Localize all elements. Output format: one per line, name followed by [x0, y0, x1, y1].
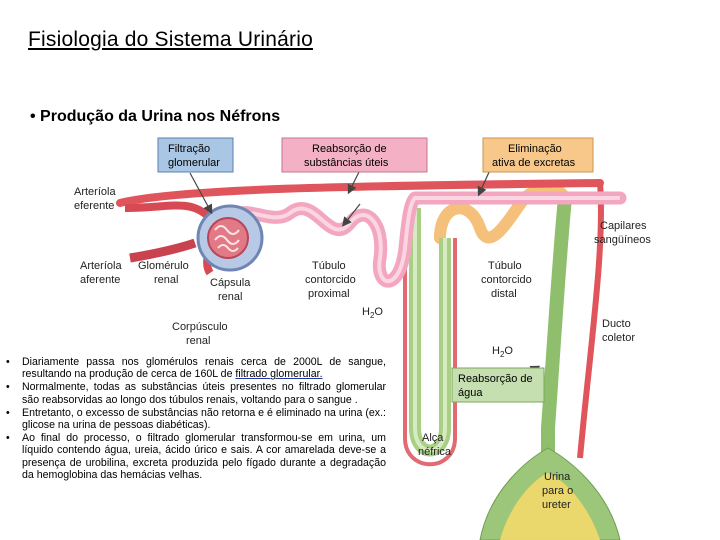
label-duct-2: coletor	[602, 332, 635, 344]
svg-text:glomerular: glomerular	[168, 157, 220, 169]
label-urine-1: Urina	[544, 471, 571, 483]
label-distal-2: contorcido	[481, 274, 532, 286]
svg-text:Eliminação: Eliminação	[508, 143, 562, 155]
section-subtitle: • Produção da Urina nos Néfrons	[30, 108, 280, 126]
label-loop-2: néfrica	[418, 446, 452, 458]
label-distal-1: Túbulo	[488, 260, 522, 272]
capillary-right	[580, 183, 601, 458]
bullet-item: Ao final do processo, o filtrado glomeru…	[22, 432, 386, 481]
label-proximal-1: Túbulo	[312, 260, 346, 272]
label-capillaries-2: sangüíneos	[594, 234, 651, 246]
label-corpuscle-1: Corpúsculo	[172, 321, 228, 333]
label-water-1: H2O	[362, 306, 383, 320]
svg-text:Filtração: Filtração	[168, 143, 210, 155]
bullet-list: Diariamente passa nos glomérulos renais …	[0, 356, 386, 540]
label-proximal-3: proximal	[308, 288, 350, 300]
svg-text:Reabsorção de: Reabsorção de	[458, 373, 533, 385]
label-distal-3: distal	[491, 288, 517, 300]
label-urine-2: para o	[542, 485, 573, 497]
afferent-arteriole	[130, 243, 195, 258]
glomerulus	[208, 218, 248, 258]
label-corpuscle-2: renal	[186, 335, 210, 347]
filtrado-link[interactable]: filtrado glomerular.	[235, 368, 322, 380]
label-efferent-1: Arteríola	[74, 186, 116, 198]
water-reabsorption-box: Reabsorção de água	[452, 368, 544, 402]
label-glomerulus-1: Glomérulo	[138, 260, 189, 272]
label-urine-3: ureter	[542, 499, 571, 511]
label-capsule-1: Cápsula	[210, 277, 251, 289]
label-water-2: H2O	[492, 345, 513, 359]
elimination-box: Eliminação ativa de excretas	[483, 138, 593, 172]
label-efferent-2: eferente	[74, 200, 114, 212]
label-capsule-2: renal	[218, 291, 242, 303]
label-proximal-2: contorcido	[305, 274, 356, 286]
bullet-item: Normalmente, todas as substâncias úteis …	[22, 381, 386, 405]
reabsorption-box: Reabsorção de substâncias úteis	[282, 138, 427, 172]
page-title: Fisiologia do Sistema Urinário	[28, 28, 313, 52]
bullet-item: Diariamente passa nos glomérulos renais …	[22, 356, 386, 380]
filtration-box: Filtração glomerular	[158, 138, 233, 172]
svg-text:ativa de excretas: ativa de excretas	[492, 157, 576, 169]
svg-text:Reabsorção de: Reabsorção de	[312, 143, 387, 155]
bullet-item: Entretanto, o excesso de substâncias não…	[22, 407, 386, 431]
svg-text:substâncias úteis: substâncias úteis	[304, 157, 389, 169]
svg-text:água: água	[458, 387, 483, 399]
label-duct-1: Ducto	[602, 318, 631, 330]
label-glomerulus-2: renal	[154, 274, 178, 286]
label-afferent-1: Arteríola	[80, 260, 122, 272]
label-capillaries-1: Capilares	[600, 220, 647, 232]
loop-of-henle	[415, 208, 445, 451]
label-loop-1: Alça	[422, 432, 444, 444]
collecting-duct	[548, 198, 565, 468]
label-afferent-2: aferente	[80, 274, 120, 286]
